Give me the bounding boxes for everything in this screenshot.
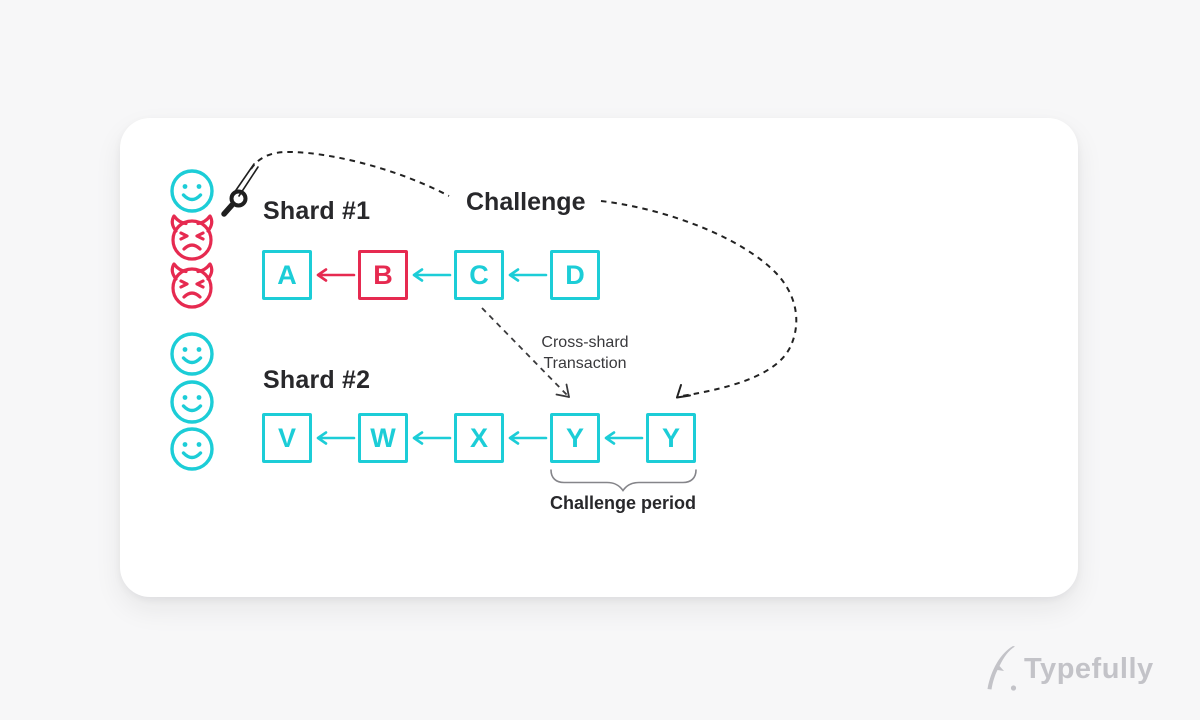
block-y2: Y <box>646 413 696 463</box>
block-x: X <box>454 413 504 463</box>
block-a: A <box>262 250 312 300</box>
cross-shard-line1: Cross-shard <box>541 334 629 351</box>
block-d: D <box>550 250 600 300</box>
watermark-brand: Typefully <box>1024 653 1154 685</box>
diagram-card <box>120 118 1078 597</box>
block-v: V <box>262 413 312 463</box>
cross-shard-label: Cross-shard Transaction <box>500 332 670 374</box>
challenge-period-label: Challenge period <box>549 493 697 513</box>
challenge-label: Challenge <box>466 188 586 216</box>
block-c: C <box>454 250 504 300</box>
block-b: B <box>358 250 408 300</box>
shard2-title: Shard #2 <box>263 366 371 394</box>
block-w: W <box>358 413 408 463</box>
feather-icon <box>987 646 1017 691</box>
block-y1: Y <box>550 413 600 463</box>
shard1-title: Shard #1 <box>263 197 371 225</box>
cross-shard-line2: Transaction <box>543 355 627 372</box>
